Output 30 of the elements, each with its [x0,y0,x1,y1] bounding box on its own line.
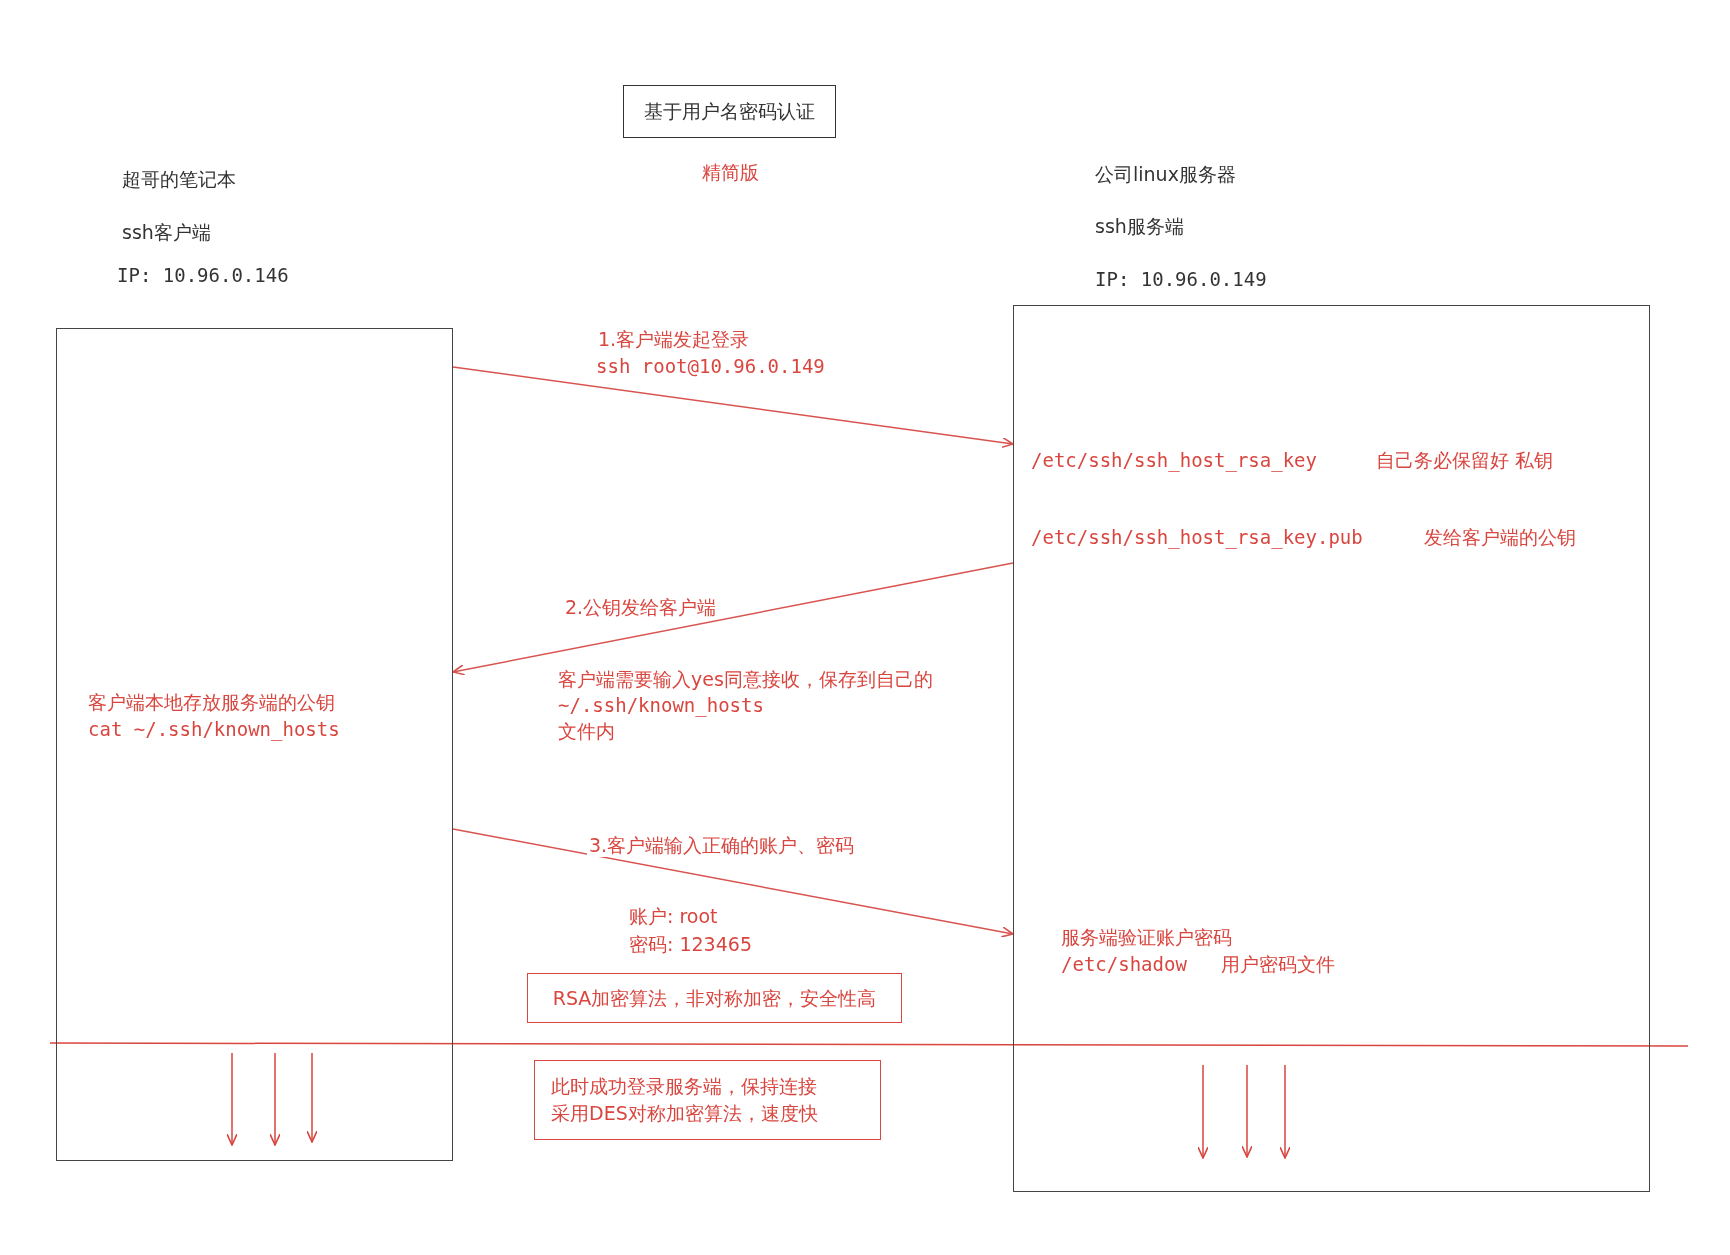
host-label: IP: 10.96.0.146 [117,263,289,287]
code-text: cat ~/.ssh/known_hosts [88,717,340,741]
note-text: 用户密码文件 [1221,952,1335,976]
text-box: 此时成功登录服务端，保持连接采用DES对称加密算法，速度快 [534,1060,881,1140]
note-text: 发给客户端的公钥 [1424,525,1576,549]
code-text: /etc/shadow [1061,952,1187,976]
note-text: 客户端需要输入yes同意接收，保存到自己的 [558,667,933,691]
note-text: 文件内 [558,719,615,743]
arrow [452,366,1014,449]
host-label: 公司linux服务器 [1095,162,1236,186]
host-label: IP: 10.96.0.149 [1095,267,1267,291]
note-text: 密码: 123465 [629,932,752,956]
code-text: /etc/ssh/ssh_host_rsa_key [1031,448,1317,472]
code-text: ssh root@10.96.0.149 [596,354,825,378]
edge-label: 3.客户端输入正确的账户、密码 [587,833,857,857]
note-text: 账户: root [629,904,718,928]
code-text: ~/.ssh/known_hosts [558,693,764,717]
code-text: /etc/ssh/ssh_host_rsa_key.pub [1031,525,1363,549]
edge-label: 2.公钥发给客户端 [563,595,719,619]
arrow [452,562,1014,676]
host-label: ssh客户端 [122,220,211,244]
note-text: 客户端本地存放服务端的公钥 [88,690,335,714]
note-text: 精简版 [702,160,759,184]
host-label: ssh服务端 [1095,214,1184,238]
text-box: 基于用户名密码认证 [623,85,836,138]
note-text: 服务端验证账户密码 [1061,925,1232,949]
text-box: RSA加密算法，非对称加密，安全性高 [527,973,902,1023]
host-label: 超哥的笔记本 [122,167,236,191]
note-text: 自己务必保留好 私钥 [1376,448,1554,472]
arrow [452,828,1014,938]
